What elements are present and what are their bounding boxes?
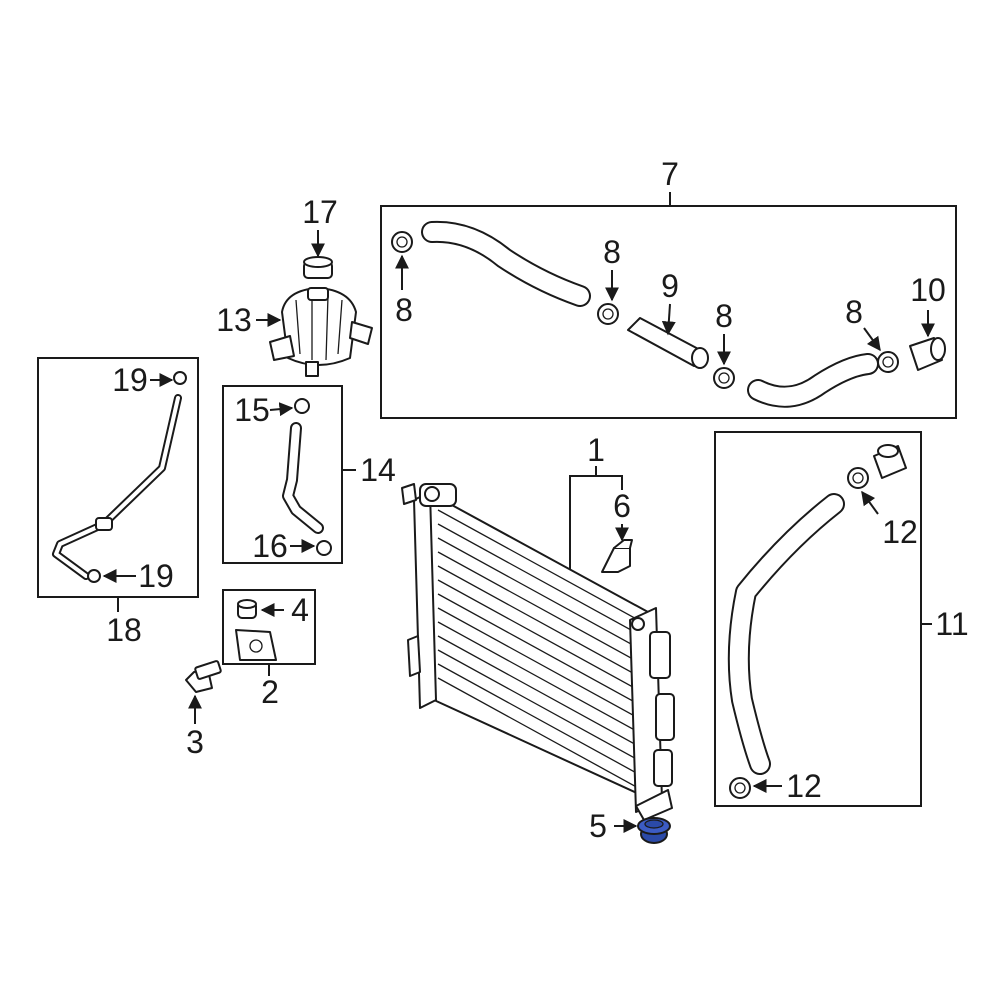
lower-radiator-hose[interactable]: [727, 493, 845, 775]
bleed-clamp-lower[interactable]: [87, 569, 101, 583]
hose-adapter[interactable]: [909, 337, 946, 371]
callout-9: 9: [661, 268, 679, 304]
upper-hose-clamp-1[interactable]: [391, 231, 413, 253]
radiator[interactable]: [401, 483, 675, 821]
callout-4: 4: [291, 592, 309, 628]
callout-17: 17: [302, 194, 338, 230]
upper-hose-clamp-3[interactable]: [713, 367, 735, 389]
callout-10: 10: [910, 272, 946, 308]
leader-lines: [102, 192, 935, 833]
coolant-reservoir[interactable]: [269, 287, 373, 377]
mount-bracket[interactable]: [235, 629, 277, 661]
upper-hose-clamp-4[interactable]: [877, 351, 899, 373]
group-box-overflow-hose: [222, 385, 343, 564]
callout-2: 2: [261, 674, 279, 710]
callout-8-b: 8: [603, 234, 621, 270]
overflow-hose[interactable]: [282, 422, 324, 534]
lower-hose-clamp-lower[interactable]: [729, 777, 751, 799]
callout-6: 6: [613, 488, 631, 524]
upper-hose-lower-section[interactable]: [747, 353, 879, 408]
radiator-bracket-part[interactable]: [601, 539, 633, 573]
callout-8-c: 8: [715, 298, 733, 334]
lower-hose-adapter[interactable]: [873, 444, 907, 479]
upper-radiator-hose[interactable]: [421, 220, 591, 307]
radiator-fins: [437, 509, 643, 791]
mount-bolt[interactable]: [185, 660, 222, 693]
bleed-clamp-upper[interactable]: [173, 371, 187, 385]
callout-15: 15: [234, 392, 270, 428]
callout-13: 13: [216, 302, 252, 338]
callout-14: 14: [360, 452, 396, 488]
overflow-clamp-lower[interactable]: [316, 540, 332, 556]
hose-connector-pipe[interactable]: [627, 317, 709, 369]
upper-hose-clamp-2[interactable]: [597, 303, 619, 325]
group-box-upper-hose: [380, 205, 957, 419]
group-box-lower-hose: [714, 431, 922, 807]
overflow-clamp-upper[interactable]: [294, 398, 310, 414]
callout-1: 1: [587, 432, 605, 468]
callout-3: 3: [186, 724, 204, 760]
mount-insulator[interactable]: [237, 599, 257, 619]
callout-16: 16: [252, 528, 288, 564]
bleed-hose[interactable]: [52, 394, 182, 580]
reservoir-cap[interactable]: [303, 256, 333, 279]
callout-19-a: 19: [112, 362, 148, 398]
callout-8-d: 8: [845, 294, 863, 330]
callout-8-a: 8: [395, 292, 413, 328]
callout-12-a: 12: [882, 514, 918, 550]
callout-5: 5: [589, 808, 607, 844]
drain-plug[interactable]: [637, 817, 671, 844]
lower-hose-clamp-upper[interactable]: [847, 467, 869, 489]
callout-11: 11: [935, 606, 968, 642]
callout-18: 18: [106, 612, 142, 648]
callout-19-b: 19: [138, 558, 174, 594]
callout-7: 7: [661, 156, 679, 192]
callout-12-b: 12: [786, 768, 822, 804]
